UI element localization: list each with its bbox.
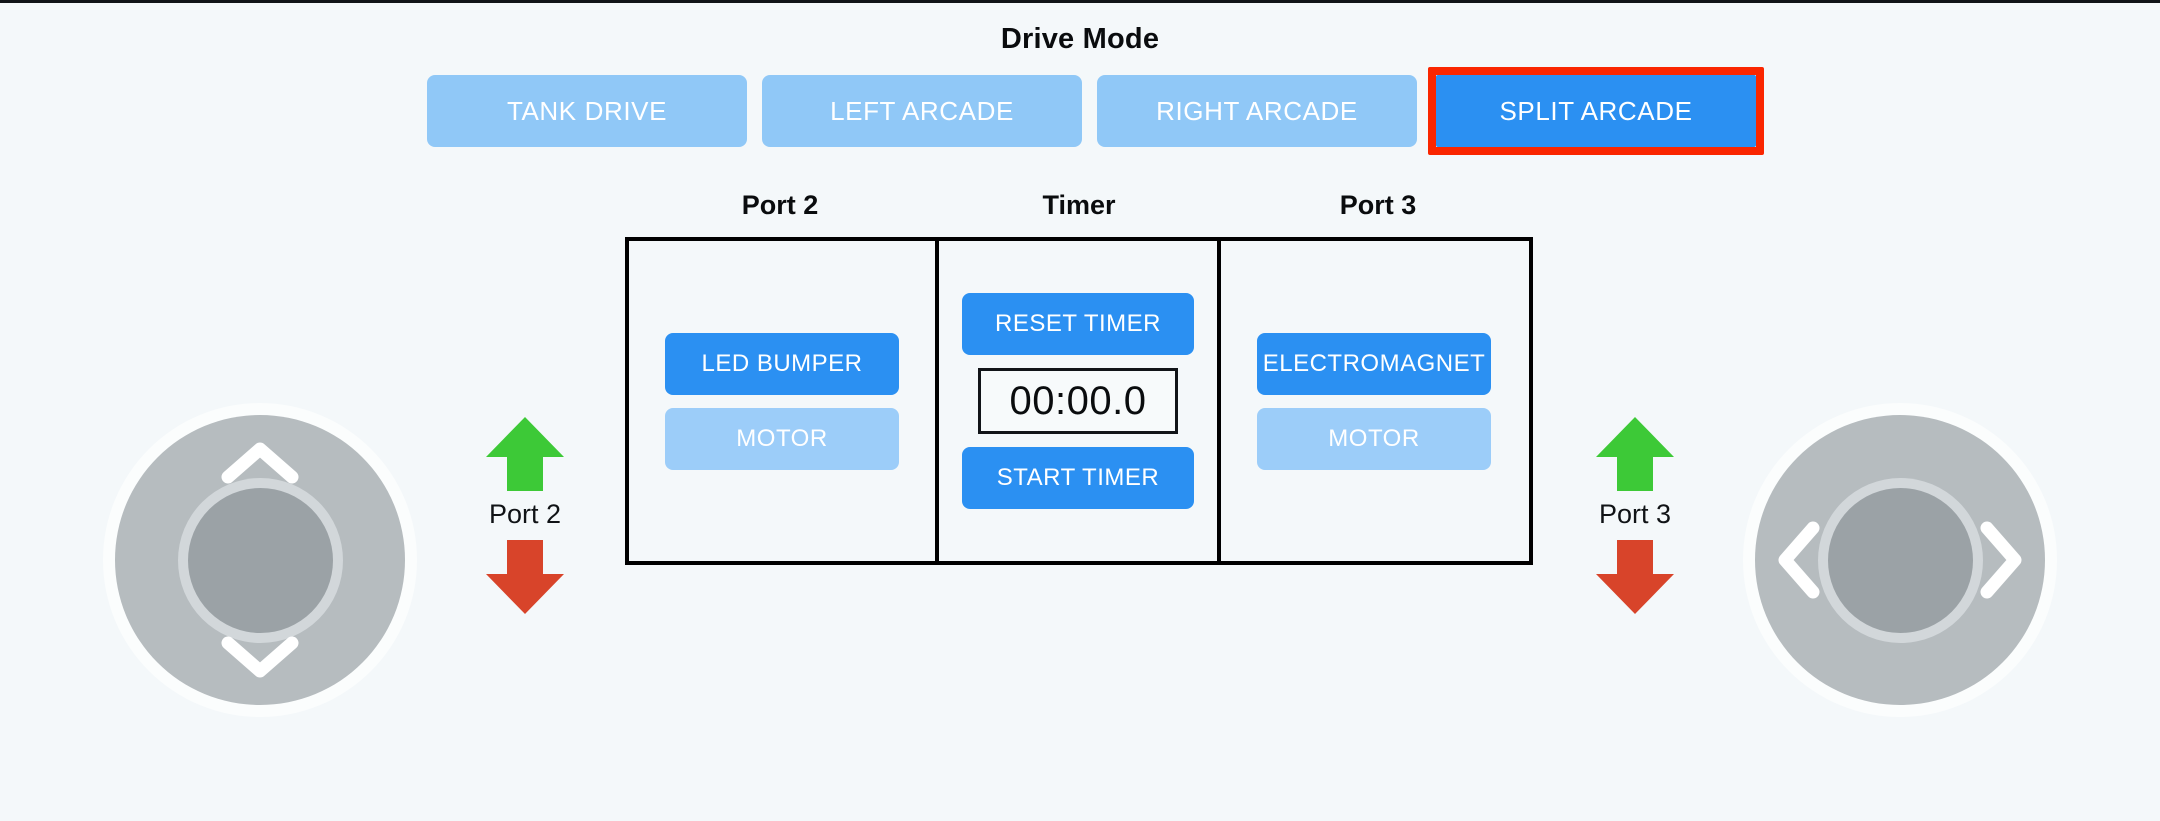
panel-column-port3: ELECTROMAGNET MOTOR (1221, 241, 1527, 561)
arrow-down-icon[interactable] (1594, 538, 1676, 616)
port3-electromagnet-button[interactable]: ELECTROMAGNET (1257, 332, 1491, 395)
panel-column-port2: LED BUMPER MOTOR (629, 241, 935, 561)
chevron-right-icon (1980, 521, 2022, 599)
arrow-up-icon[interactable] (484, 415, 566, 493)
panel-title-port2: Port 2 (741, 190, 819, 220)
mode-button-tank-drive[interactable]: TANK DRIVE (427, 75, 747, 147)
drive-mode-title: Drive Mode (1000, 23, 1160, 55)
chevron-up-icon (221, 442, 299, 484)
chevron-down-icon (221, 636, 299, 678)
mode-option-tank-drive-wrapper: TANK DRIVE (427, 75, 747, 147)
port2-arrow-controls: Port 2 (460, 415, 590, 616)
drive-mode-button-group: TANK DRIVE LEFT ARCADE RIGHT ARCADE SPLI… (427, 67, 1764, 155)
port3-arrow-label: Port 3 (1598, 499, 1672, 529)
reset-timer-button[interactable]: RESET TIMER (962, 293, 1194, 355)
mode-option-split-arcade-highlight-ring: SPLIT ARCADE (1428, 67, 1764, 155)
joystick-right-knob[interactable] (1827, 487, 1973, 633)
start-timer-button[interactable]: START TIMER (962, 447, 1194, 509)
mode-option-right-arcade-wrapper: RIGHT ARCADE (1097, 75, 1417, 147)
arrow-up-icon[interactable] (1594, 415, 1676, 493)
port3-motor-button[interactable]: MOTOR (1257, 407, 1491, 470)
mode-button-split-arcade[interactable]: SPLIT ARCADE (1436, 75, 1756, 147)
arrow-down-icon[interactable] (484, 538, 566, 616)
mode-button-left-arcade[interactable]: LEFT ARCADE (762, 75, 1082, 147)
chevron-left-icon (1778, 521, 1820, 599)
port3-arrow-controls: Port 3 (1570, 415, 1700, 616)
panel-column-timer: RESET TIMER 00:00.0 START TIMER (935, 241, 1221, 561)
timer-display: 00:00.0 (978, 368, 1178, 434)
mode-option-left-arcade-wrapper: LEFT ARCADE (762, 75, 1082, 147)
port2-arrow-label: Port 2 (488, 499, 562, 529)
top-edge-bar (0, 0, 2160, 3)
panel-title-timer: Timer (1042, 190, 1116, 220)
joystick-left-knob[interactable] (187, 487, 333, 633)
panel-title-port3: Port 3 (1339, 190, 1417, 220)
mode-button-right-arcade[interactable]: RIGHT ARCADE (1097, 75, 1417, 147)
port2-led-bumper-button[interactable]: LED BUMPER (665, 332, 899, 395)
joystick-right[interactable] (1755, 415, 2045, 705)
joystick-left[interactable] (115, 415, 405, 705)
port2-motor-button[interactable]: MOTOR (665, 407, 899, 470)
control-panel: LED BUMPER MOTOR RESET TIMER 00:00.0 STA… (625, 237, 1533, 565)
